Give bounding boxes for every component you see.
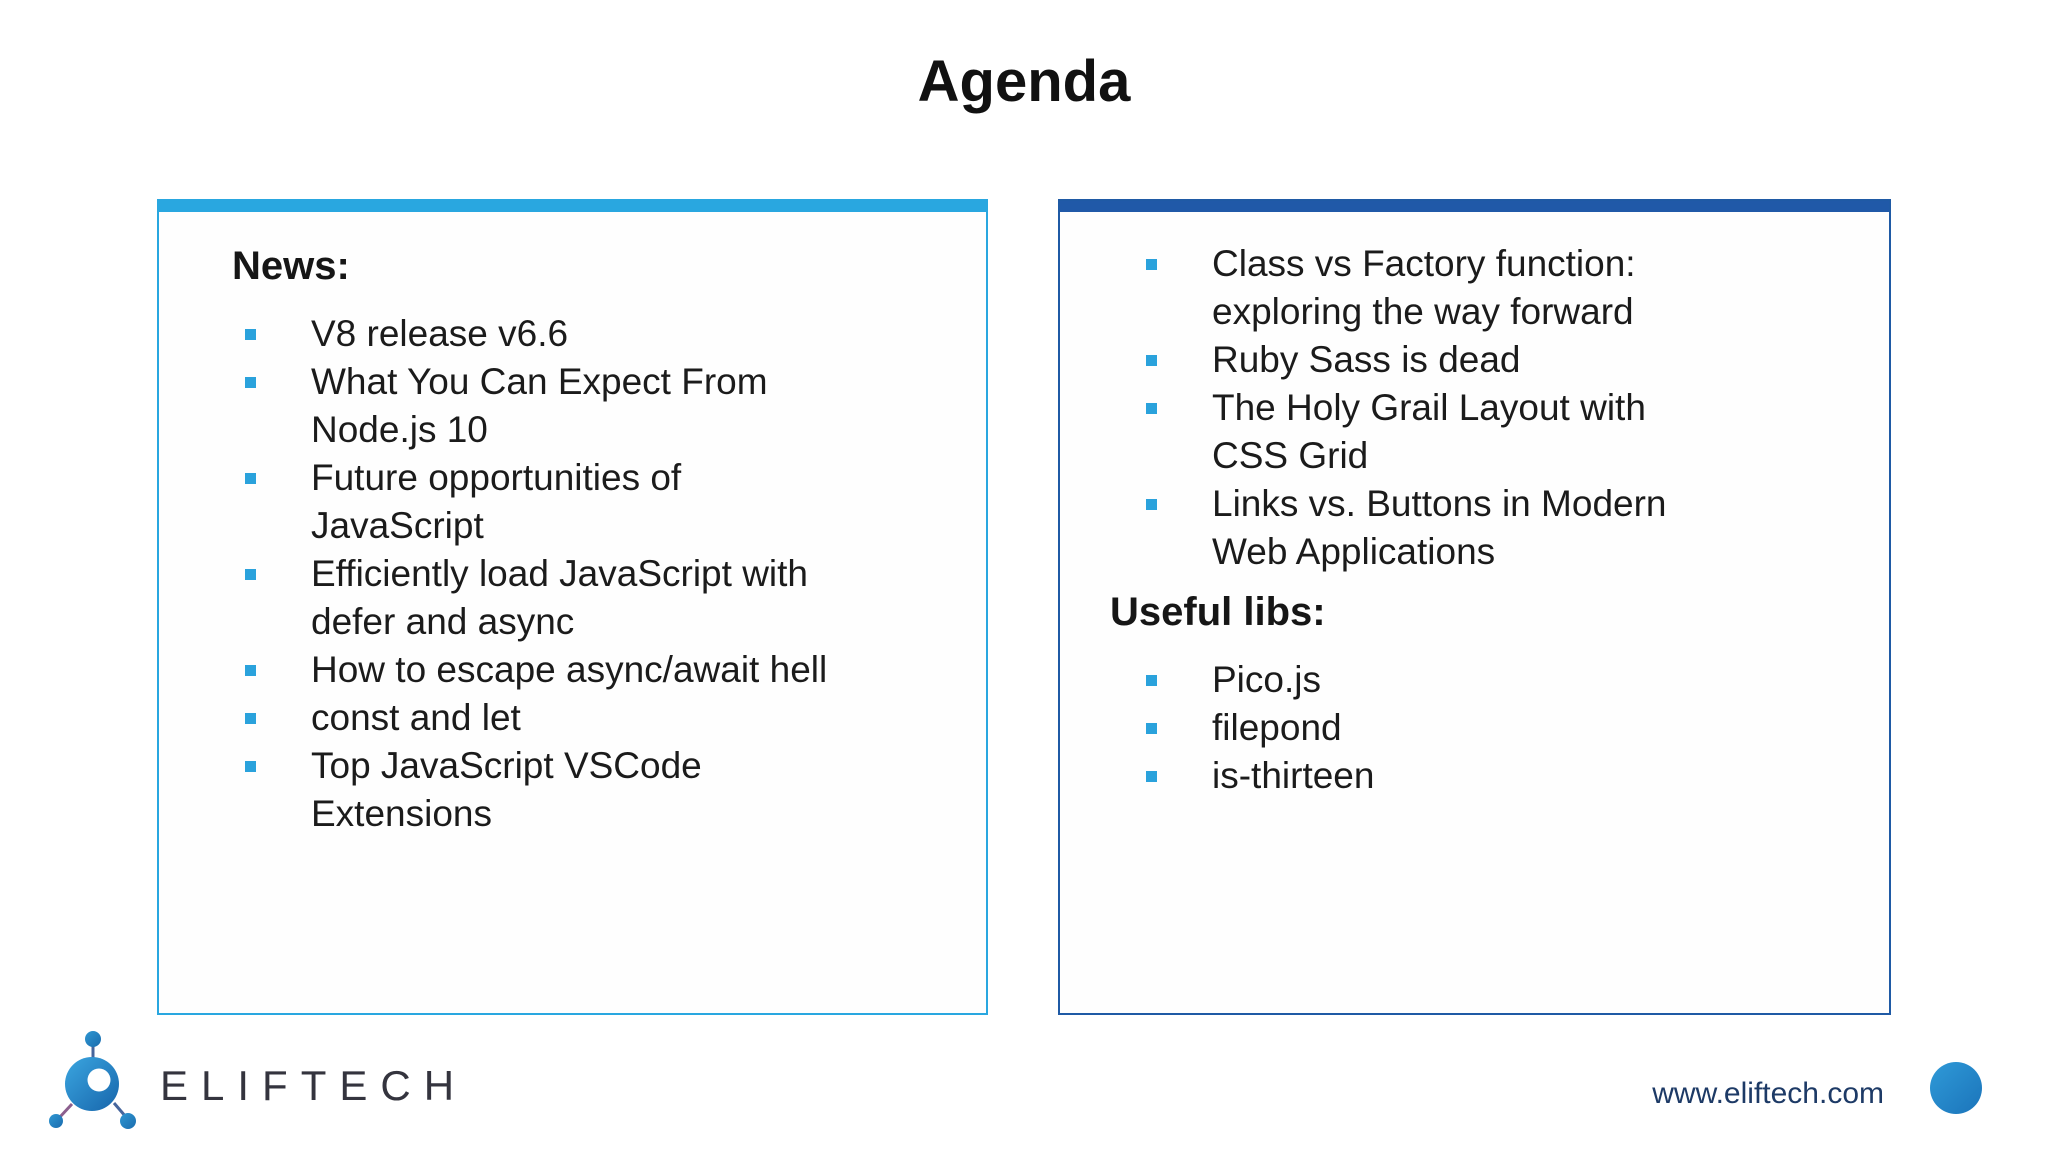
news-list-item: What You Can Expect From Node.js 10 [159,358,986,454]
bullet-square-icon [1146,723,1157,734]
bullet-square-icon [1146,355,1157,366]
list-item-text: const and let [311,697,521,738]
eliftech-logo-icon [49,1031,136,1129]
bullet-square-icon [1146,675,1157,686]
list-item-text: is-thirteen [1212,755,1375,796]
bullet-square-icon [1146,771,1157,782]
news-panel: News: V8 release v6.6 What You Can Expec… [157,199,988,1015]
news-list-item: V8 release v6.6 [159,310,986,358]
libs-list: Pico.js filepond is-thirteen [1060,656,1889,800]
bullet-square-icon [245,713,256,724]
list-item-text: Class vs Factory function: exploring the… [1212,243,1636,332]
news-list-item: Future opportunities of JavaScript [159,454,986,550]
bullet-square-icon [245,761,256,772]
list-item-text: Top JavaScript VSCode Extensions [311,745,702,834]
footer-dot-icon [1930,1062,1982,1114]
list-item-text: filepond [1212,707,1342,748]
bullet-square-icon [245,377,256,388]
list-item-text: Pico.js [1212,659,1321,700]
topics-list-item: Class vs Factory function: exploring the… [1060,240,1889,336]
list-item-text: The Holy Grail Layout with CSS Grid [1212,387,1646,476]
news-list: V8 release v6.6 What You Can Expect From… [159,310,986,838]
bullet-square-icon [245,665,256,676]
topics-list: Class vs Factory function: exploring the… [1060,240,1889,576]
topics-list-item: Ruby Sass is dead [1060,336,1889,384]
list-item-text: Ruby Sass is dead [1212,339,1521,380]
bullet-square-icon [1146,499,1157,510]
bullet-square-icon [1146,403,1157,414]
list-item-text: Future opportunities of JavaScript [311,457,682,546]
topics-panel: Class vs Factory function: exploring the… [1058,199,1891,1015]
libs-list-item: filepond [1060,704,1889,752]
list-item-text: How to escape async/await hell [311,649,828,690]
website-url: www.eliftech.com [1652,1077,1884,1110]
news-list-item: const and let [159,694,986,742]
useful-libs-heading: Useful libs: [1110,590,1326,634]
topics-list-item: Links vs. Buttons in Modern Web Applicat… [1060,480,1889,576]
list-item-text: Links vs. Buttons in Modern Web Applicat… [1212,483,1667,572]
libs-list-item: is-thirteen [1060,752,1889,800]
bullet-square-icon [245,569,256,580]
topics-panel-content: Class vs Factory function: exploring the… [1060,212,1889,800]
topics-panel-accent-bar [1060,201,1889,212]
news-heading: News: [232,244,350,288]
list-item-text: What You Can Expect From Node.js 10 [311,361,768,450]
eliftech-logo: ELIFTECH [42,1026,542,1130]
libs-list-item: Pico.js [1060,656,1889,704]
list-item-text: Efficiently load JavaScript with defer a… [311,553,808,642]
list-item-text: V8 release v6.6 [311,313,569,354]
eliftech-logo-text: ELIFTECH [160,1062,468,1109]
news-list-item: Efficiently load JavaScript with defer a… [159,550,986,646]
bullet-square-icon [245,473,256,484]
bullet-square-icon [1146,259,1157,270]
bullet-square-icon [245,329,256,340]
news-list-item: Top JavaScript VSCode Extensions [159,742,986,838]
news-panel-content: News: V8 release v6.6 What You Can Expec… [159,212,986,838]
news-list-item: How to escape async/await hell [159,646,986,694]
news-panel-accent-bar [159,201,986,212]
topics-list-item: The Holy Grail Layout with CSS Grid [1060,384,1889,480]
slide-title: Agenda [917,49,1131,114]
